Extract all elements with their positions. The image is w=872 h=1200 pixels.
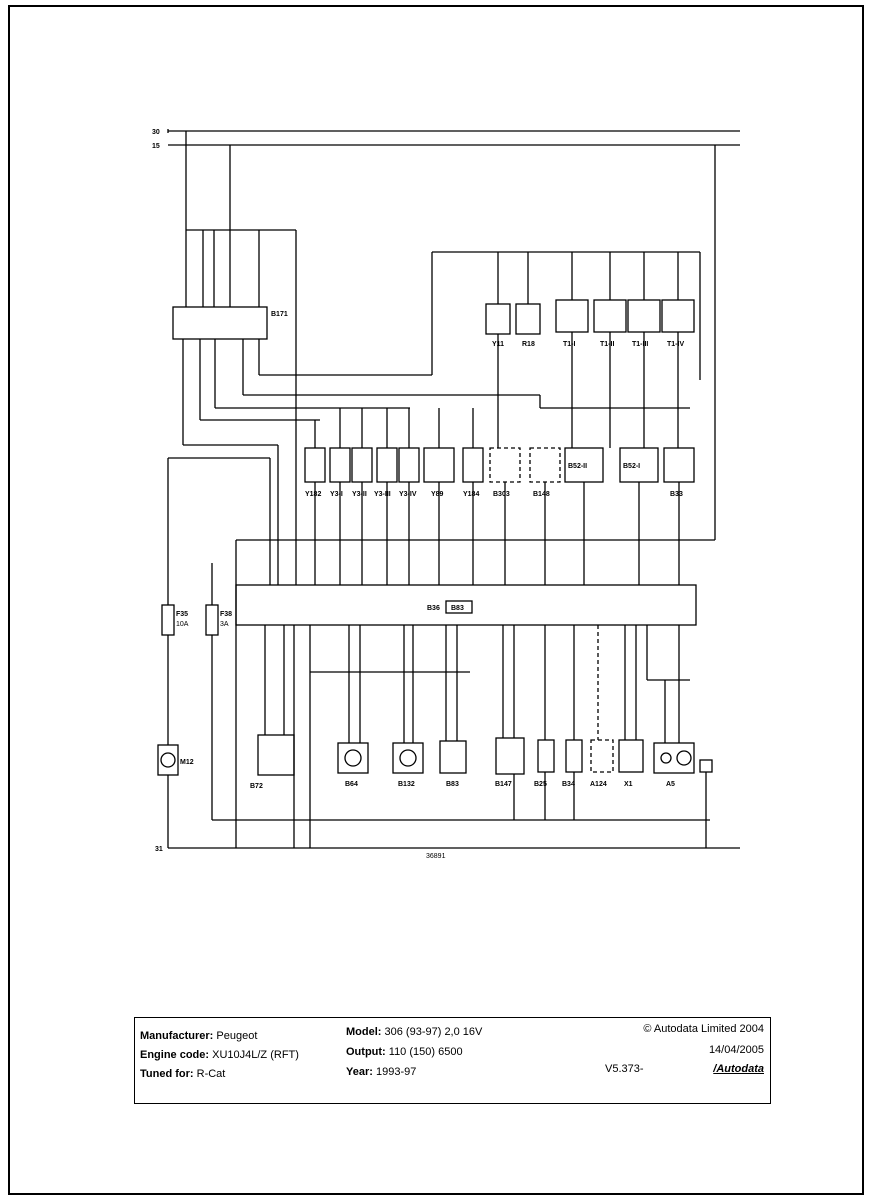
- wiring-diagram: 30 15 31 36891 B171 Y11 R18 T1-I T1-II T…: [152, 129, 740, 860]
- tuned-row: Tuned for: R-Cat: [140, 1068, 225, 1080]
- ecu-label: B36: [427, 605, 440, 612]
- output-label: Output:: [346, 1046, 386, 1058]
- year-label: Year:: [346, 1066, 373, 1078]
- autodata-logo: /Autodata: [713, 1063, 764, 1075]
- engine-value: XU10J4L/Z (RFT): [212, 1049, 299, 1061]
- model-row: Model: 306 (93-97) 2,0 16V: [346, 1026, 482, 1038]
- svg-text:X1: X1: [624, 781, 633, 788]
- svg-text:B52-I: B52-I: [623, 463, 640, 470]
- svg-text:10A: 10A: [176, 621, 189, 628]
- engine-label: Engine code:: [140, 1049, 210, 1061]
- rail-31-label: 31: [155, 846, 163, 853]
- date: 14/04/2005: [708, 1044, 764, 1056]
- ecu-b36: [235, 584, 697, 626]
- svg-text:B34: B34: [562, 781, 575, 788]
- svg-text:B64: B64: [345, 781, 358, 788]
- rail-30-label: 30: [152, 129, 160, 136]
- svg-text:R18: R18: [522, 341, 535, 348]
- tuned-label: Tuned for:: [140, 1068, 194, 1080]
- svg-text:3A: 3A: [220, 621, 229, 628]
- output-value: 110 (150) 6500: [388, 1046, 463, 1058]
- svg-text:Y89: Y89: [431, 491, 444, 498]
- svg-text:Y11: Y11: [492, 341, 504, 348]
- svg-text:B83: B83: [446, 781, 459, 788]
- svg-text:B148: B148: [533, 491, 550, 498]
- manufacturer-row: Manufacturer: Peugeot: [140, 1030, 257, 1042]
- svg-text:T1-II: T1-II: [600, 341, 614, 348]
- svg-text:T1-I: T1-I: [563, 341, 576, 348]
- svg-text:T1-IV: T1-IV: [667, 341, 684, 348]
- ecu-sub-label: B83: [451, 605, 464, 612]
- svg-text:B72: B72: [250, 783, 263, 790]
- svg-text:Y3-I: Y3-I: [330, 491, 343, 498]
- svg-text:F35: F35: [176, 611, 188, 618]
- rail-15-label: 15: [152, 143, 160, 150]
- manufacturer-label: Manufacturer:: [140, 1030, 214, 1042]
- year-row: Year: 1993-97: [346, 1066, 416, 1078]
- svg-text:B132: B132: [398, 781, 415, 788]
- tuned-value: R-Cat: [196, 1068, 226, 1080]
- version: V5.373-: [605, 1063, 644, 1075]
- model-value: 306 (93-97) 2,0 16V: [384, 1026, 483, 1038]
- year-value: 1993-97: [375, 1066, 417, 1078]
- svg-text:F38: F38: [220, 611, 232, 618]
- output-row: Output: 110 (150) 6500: [346, 1046, 463, 1058]
- svg-text:B147: B147: [495, 781, 512, 788]
- svg-text:B33: B33: [670, 491, 683, 498]
- svg-text:A5: A5: [666, 781, 675, 788]
- page-border: [8, 5, 864, 1195]
- svg-text:B303: B303: [493, 491, 510, 498]
- svg-text:T1-III: T1-III: [632, 341, 648, 348]
- motor-label: M12: [180, 759, 194, 766]
- model-label: Model:: [346, 1026, 382, 1038]
- manufacturer-value: Peugeot: [216, 1030, 258, 1042]
- diagram-code: 36891: [426, 853, 446, 860]
- engine-row: Engine code: XU10J4L/Z (RFT): [140, 1049, 299, 1061]
- info-box: Manufacturer: Peugeot Engine code: XU10J…: [134, 1017, 771, 1104]
- copyright: © Autodata Limited 2004: [643, 1023, 764, 1035]
- svg-text:B52-II: B52-II: [568, 463, 587, 470]
- svg-text:Y3-II: Y3-II: [352, 491, 367, 498]
- svg-text:Y3-IV: Y3-IV: [399, 491, 417, 498]
- relay-b171: [172, 306, 268, 340]
- svg-text:Y3-III: Y3-III: [374, 491, 391, 498]
- relay-label: B171: [271, 311, 288, 318]
- svg-text:Y182: Y182: [305, 491, 321, 498]
- svg-text:A124: A124: [590, 781, 607, 788]
- svg-text:B25: B25: [534, 781, 547, 788]
- svg-text:Y184: Y184: [463, 491, 479, 498]
